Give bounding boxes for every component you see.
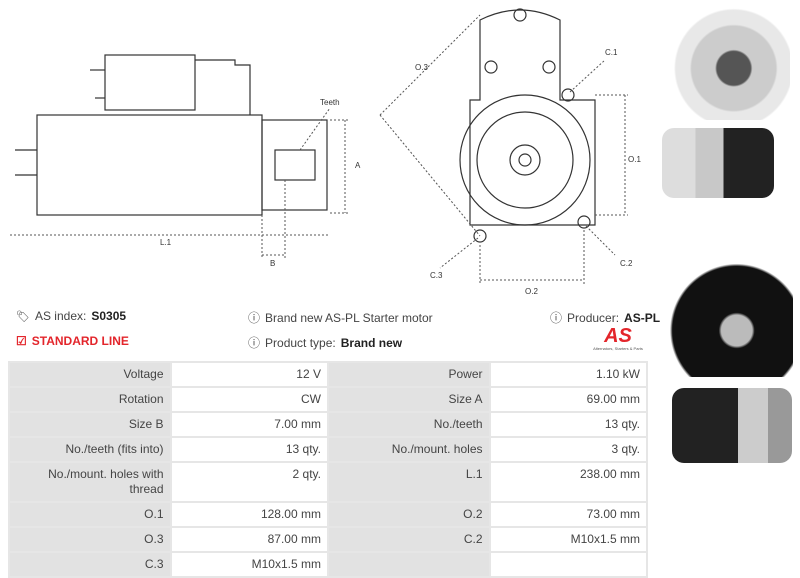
a-label: A — [355, 161, 361, 170]
standard-line: ☑ STANDARD LINE — [16, 334, 129, 348]
spec-label: No./mount. holes with thread — [8, 461, 172, 503]
spec-value: 1.10 kW — [488, 361, 648, 388]
info-icon: ⓘ — [248, 336, 261, 350]
info-icon: ⓘ — [550, 311, 563, 325]
product-type: ⓘ Product type: Brand new — [248, 334, 402, 351]
o2-label: O.2 — [525, 287, 538, 296]
spec-value: CW — [169, 386, 329, 413]
product-photo-side[interactable] — [662, 128, 774, 198]
l1-label: L.1 — [160, 238, 172, 247]
producer-label: Producer: — [567, 310, 620, 325]
producer-value: AS-PL — [624, 310, 661, 325]
product-photo-rear[interactable] — [668, 222, 793, 377]
b-label: B — [270, 259, 275, 268]
spec-label: Rotation — [8, 386, 172, 413]
spec-value: 128.00 mm — [169, 501, 329, 528]
as-index: 🏷 AS index: S0305 — [16, 309, 126, 323]
spec-value: 73.00 mm — [488, 501, 648, 528]
spec-label: Power — [326, 361, 491, 388]
spec-label: C.3 — [8, 551, 172, 578]
description: ⓘ Brand new AS-PL Starter motor — [248, 309, 433, 326]
spec-label — [326, 551, 491, 578]
spec-value: 2 qty. — [169, 461, 329, 503]
line-label: STANDARD LINE — [31, 334, 129, 348]
spec-label: No./teeth (fits into) — [8, 436, 172, 463]
spec-row: No./teeth (fits into)13 qty.No./mount. h… — [8, 436, 648, 463]
spec-value — [488, 551, 648, 578]
spec-label: C.2 — [326, 526, 491, 553]
technical-drawing: Teeth A B L.1 O.3 C.1 O.1 C.2 C.3 O.2 — [10, 8, 641, 296]
o3-label: O.3 — [415, 63, 428, 72]
description-text: Brand new AS-PL Starter motor — [265, 310, 433, 325]
as-index-value: S0305 — [91, 309, 127, 323]
spec-label: O.2 — [326, 501, 491, 528]
spec-value: 69.00 mm — [488, 386, 648, 413]
o1-label: O.1 — [628, 155, 641, 164]
c1-label: C.1 — [605, 48, 618, 57]
product-photo-front[interactable] — [665, 5, 790, 120]
spec-value: 13 qty. — [488, 411, 648, 438]
as-index-label: AS index: — [34, 309, 87, 323]
spec-label: No./mount. holes — [326, 436, 491, 463]
spec-value: 87.00 mm — [169, 526, 329, 553]
spec-label: Size B — [8, 411, 172, 438]
spec-label: Voltage — [8, 361, 172, 388]
spec-value: 238.00 mm — [488, 461, 648, 503]
logo-text: AS — [604, 325, 632, 347]
spec-label: L.1 — [326, 461, 491, 503]
checkbox-icon: ☑ — [16, 334, 27, 348]
front-view — [459, 8, 596, 243]
spec-value: 13 qty. — [169, 436, 329, 463]
c2-label: C.2 — [620, 259, 633, 268]
spec-label: No./teeth — [326, 411, 491, 438]
spec-value: M10x1.5 mm — [169, 551, 329, 578]
producer: ⓘ Producer: AS-PL — [550, 309, 660, 326]
spec-value: M10x1.5 mm — [488, 526, 648, 553]
info-icon: ⓘ — [248, 311, 261, 325]
spec-label: O.1 — [8, 501, 172, 528]
spec-value: 12 V — [169, 361, 329, 388]
product-type-value: Brand new — [340, 335, 403, 350]
product-type-label: Product type: — [265, 335, 336, 350]
spec-label: O.3 — [8, 526, 172, 553]
teeth-label: Teeth — [320, 98, 340, 107]
logo-tagline: Alternators, Starters & Parts — [593, 346, 643, 351]
side-view — [15, 54, 328, 216]
c3-label: C.3 — [430, 271, 443, 280]
as-logo: AS Alternators, Starters & Parts — [588, 326, 648, 351]
product-photo-side-2[interactable] — [672, 388, 792, 463]
spec-value: 3 qty. — [488, 436, 648, 463]
spec-value: 7.00 mm — [169, 411, 329, 438]
spec-label: Size A — [326, 386, 491, 413]
tags-icon: 🏷 — [16, 310, 30, 323]
